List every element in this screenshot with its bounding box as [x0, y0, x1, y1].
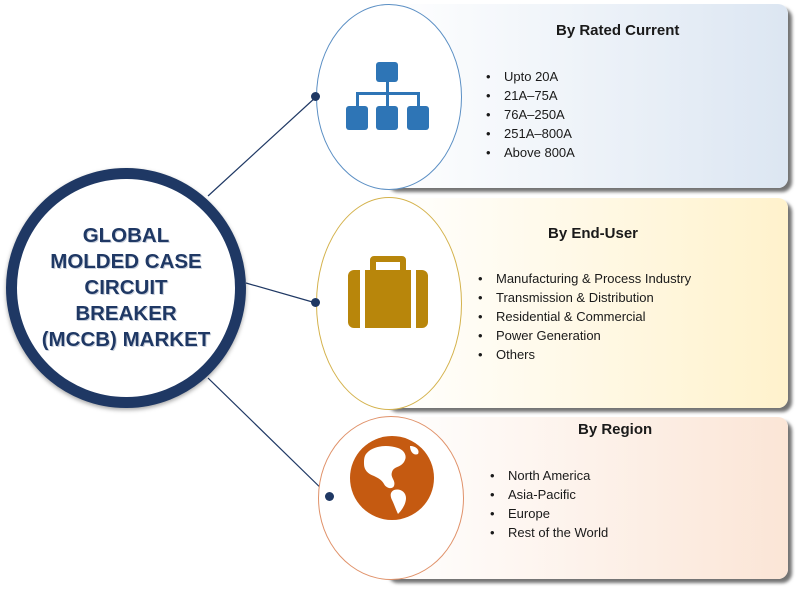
list-region: North America Asia-Pacific Europe Rest o… [488, 466, 608, 542]
connector-end-user [245, 282, 317, 304]
heading-end-user: By End-User [548, 225, 639, 242]
list-item: Asia-Pacific [488, 485, 608, 504]
list-end-user: Manufacturing & Process Industry Transmi… [476, 269, 700, 364]
globe-icon [350, 436, 434, 520]
connector-rated-current [207, 96, 317, 197]
list-item: 251A–800A [484, 124, 575, 143]
list-item: Above 800A [484, 143, 575, 162]
list-item: Rest of the World [488, 523, 608, 542]
hierarchy-icon [346, 62, 429, 130]
connector-dot-region [325, 492, 334, 501]
list-rated-current: Upto 20A 21A–75A 76A–250A 251A–800A Abov… [484, 67, 575, 162]
list-item: Residential & Commercial [476, 307, 700, 326]
list-item: 21A–75A [484, 86, 575, 105]
list-item: Transmission & Distribution [476, 288, 700, 307]
heading-rated-current: By Rated Current [556, 22, 680, 39]
list-item: Power Generation [476, 326, 700, 345]
connector-region [207, 377, 331, 498]
hub-title: GLOBAL MOLDED CASE CIRCUIT BREAKER (MCCB… [41, 224, 211, 351]
list-item: Others [476, 345, 700, 364]
list-item: 76A–250A [484, 105, 575, 124]
briefcase-icon [348, 256, 428, 328]
list-item: North America [488, 466, 608, 485]
list-item: Manufacturing & Process Industry [476, 269, 700, 288]
list-item: Europe [488, 504, 608, 523]
list-item: Upto 20A [484, 67, 575, 86]
heading-region: By Region [578, 421, 653, 438]
connector-dot-rated-current [311, 92, 320, 101]
hub-circle: GLOBAL MOLDED CASE CIRCUIT BREAKER (MCCB… [6, 168, 246, 408]
connector-dot-end-user [311, 298, 320, 307]
